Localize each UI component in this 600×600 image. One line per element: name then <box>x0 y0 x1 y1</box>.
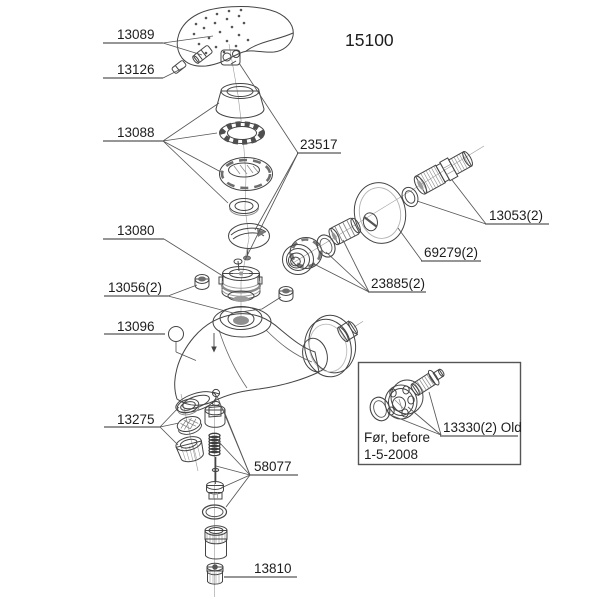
diverter-screw <box>211 388 221 399</box>
part-labels: 15100 13089 13126 13088 23517 13080 1305… <box>108 27 543 576</box>
faucet-body <box>174 306 364 413</box>
cartridge <box>218 258 263 302</box>
handle-clamp <box>220 49 241 66</box>
screw-position-arrow <box>211 333 217 353</box>
plug-13096 <box>168 326 197 361</box>
screw-cap-left <box>194 274 210 290</box>
hose-cone-large <box>192 45 213 64</box>
part-label-23885: 23885(2) <box>371 276 425 291</box>
part-label-13089: 13089 <box>117 27 155 42</box>
inset-note-line1: Før, before <box>364 430 430 445</box>
aerator-mesh <box>176 416 202 435</box>
leader-lines <box>103 35 549 578</box>
hose-cone-small <box>171 60 187 74</box>
union-nut <box>282 237 323 275</box>
part-label-13810: 13810 <box>254 561 292 576</box>
inset-note-line2: 1-5-2008 <box>364 447 418 462</box>
part-label-58077: 58077 <box>254 459 292 474</box>
inset-leader-lines <box>387 391 518 437</box>
part-label-13330-old: 13330(2) Old <box>443 420 522 435</box>
part-label-13088: 13088 <box>117 125 155 140</box>
cartridge-seat <box>212 306 272 338</box>
old-nut <box>384 379 424 420</box>
eccentric-connector <box>413 151 473 195</box>
toothed-lock-ring <box>219 121 265 145</box>
diagram-title: 15100 <box>345 30 394 50</box>
part-label-23517: 23517 <box>300 137 338 152</box>
part-label-13096: 13096 <box>117 319 155 334</box>
wall-flange-disc <box>304 314 357 378</box>
bottom-connector-13810 <box>206 562 224 585</box>
handle-cap <box>228 223 270 261</box>
part-label-13053: 13053(2) <box>489 208 543 223</box>
part-label-13275: 13275 <box>117 412 155 427</box>
base-ring <box>229 198 259 216</box>
diverter-knob <box>337 320 364 343</box>
inset-box: 13330(2) Old Før, before 1-5-2008 <box>357 361 522 466</box>
diverter-rod <box>211 457 220 484</box>
part-label-69279: 69279(2) <box>424 245 478 260</box>
diverter-body <box>204 401 226 428</box>
aerator-housing <box>175 436 204 463</box>
check-valve-housing <box>204 525 228 560</box>
part-label-13126: 13126 <box>117 62 155 77</box>
inlet-connector <box>328 217 361 246</box>
flange-washer <box>401 186 419 208</box>
dome-cap <box>215 83 265 119</box>
part-label-13056: 13056(2) <box>108 280 162 295</box>
diverter-spring <box>208 432 221 457</box>
wall-escutcheon <box>353 182 407 244</box>
diverter-oring <box>201 504 228 520</box>
spray-holes <box>192 8 250 55</box>
part-label-13080: 13080 <box>117 223 155 238</box>
screw-cap-right <box>278 286 294 302</box>
diverter-nut <box>206 481 224 500</box>
shower-head <box>176 6 294 67</box>
knurled-dome-nut <box>219 157 273 191</box>
